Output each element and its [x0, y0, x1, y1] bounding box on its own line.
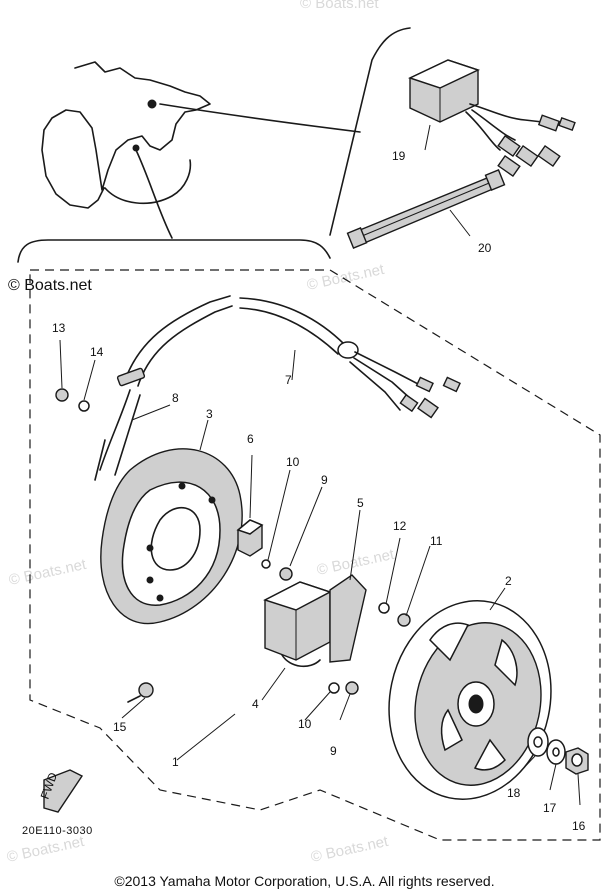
stator-base	[100, 448, 243, 625]
callout-11: 11	[430, 534, 443, 548]
callout-labels: 1 2 3 4 5 6 7 8 9 9 10 10 11 12 13 14 15…	[52, 149, 586, 833]
callout-10-lower: 10	[298, 717, 312, 731]
watermark: © Boats.net	[305, 261, 386, 294]
leader-lines	[59, 124, 581, 806]
callout-7: 7	[285, 373, 292, 387]
callout-16: 16	[572, 819, 586, 833]
assembly-boundary	[29, 269, 601, 841]
section-bracket	[17, 239, 331, 263]
copyright-notice: ©2013 Yamaha Motor Corporation, U.S.A. A…	[114, 873, 495, 889]
callout-9-upper: 9	[321, 473, 328, 487]
cdi-unit	[407, 59, 576, 178]
callout-12: 12	[393, 519, 407, 533]
callout-6: 6	[247, 432, 254, 446]
callout-3: 3	[206, 407, 213, 421]
rubber-band	[346, 169, 506, 249]
source-coil	[263, 574, 367, 668]
callout-18: 18	[507, 786, 521, 800]
watermark: © Boats.net	[309, 833, 390, 866]
washers-and-nut	[527, 727, 589, 775]
callout-20: 20	[478, 241, 492, 255]
wire-harness	[94, 295, 461, 481]
callout-2: 2	[505, 574, 512, 588]
inset-frame	[329, 27, 411, 236]
callout-19: 19	[392, 149, 406, 163]
watermark: © Boats.net	[5, 833, 86, 866]
watermark-main: © Boats.net	[8, 277, 92, 294]
vehicle-silhouette	[41, 61, 361, 239]
callout-8: 8	[172, 391, 179, 405]
callout-15: 15	[113, 720, 127, 734]
watermark: © Boats.net	[7, 556, 88, 589]
fasteners	[43, 388, 411, 813]
callout-1: 1	[172, 755, 179, 769]
callout-4: 4	[252, 697, 259, 711]
callout-5: 5	[357, 496, 364, 510]
callout-9-lower: 9	[330, 744, 337, 758]
callout-10-upper: 10	[286, 455, 300, 469]
watermark: © Boats.net	[315, 546, 396, 579]
callout-17: 17	[543, 801, 557, 815]
diagram-code: 20E110-3030	[22, 825, 93, 837]
callout-14: 14	[90, 345, 104, 359]
pickup-coil	[236, 519, 264, 557]
watermark: © Boats.net	[300, 0, 379, 12]
callout-13: 13	[52, 321, 66, 335]
flywheel-rotor	[388, 600, 552, 800]
